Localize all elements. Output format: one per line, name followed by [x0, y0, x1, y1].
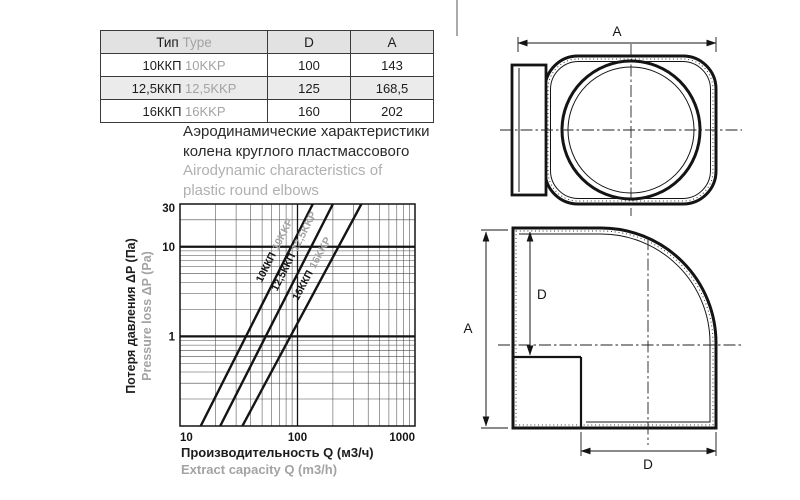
heading-ru-line1: Аэродинамические характеристики — [183, 123, 430, 140]
technical-drawings: A A D D — [456, 0, 742, 472]
cell-type: 12,5ККП 12,5KKP — [100, 76, 268, 100]
heading-ru-line2: колена круглого пластмассового — [183, 142, 410, 160]
header-d: D — [267, 30, 351, 54]
y-tick-label: 1 — [169, 331, 176, 343]
cell-type-en: 10KKP — [185, 57, 226, 73]
y-tick-label: 30 — [162, 203, 175, 215]
side-dim-d-inlet-label: D — [537, 287, 547, 302]
plot-border — [179, 203, 416, 427]
x-axis-title: Производительность Q (м3/ч) Extract capa… — [181, 444, 374, 478]
x-axis-title-ru: Производительность Q (м3/ч) — [181, 445, 374, 460]
table-row: 16ККП 16KKP 160 202 — [100, 99, 434, 123]
side-dim-a-label: A — [463, 321, 472, 336]
side-dim-d-outlet-label: D — [643, 457, 653, 472]
heading-en-line1: Airodynamic characteristics of — [183, 162, 383, 179]
cell-type-en: 12,5KKP — [185, 80, 237, 96]
heading-en-line2: plastic round elbows — [183, 181, 319, 199]
side-view-drawing: A D D — [463, 226, 742, 472]
cell-type: 16ККП 16KKP — [100, 99, 268, 123]
x-tick-label: 10 — [180, 432, 193, 444]
cell-type-ru: 12,5ККП — [131, 80, 182, 96]
cell-type-ru: 10ККП — [142, 57, 182, 73]
cell-a: 143 — [350, 53, 434, 77]
cell-d: 100 — [267, 53, 351, 77]
series-line-12,5KKP — [219, 204, 334, 426]
x-tick-label: 1000 — [389, 432, 415, 444]
section-heading: Аэродинамические характеристики колена к… — [183, 122, 429, 200]
series-line-16KKP — [241, 204, 363, 426]
cell-d: 160 — [267, 99, 351, 123]
y-axis-title-ru: Потеря давления ΔP (Па) — [124, 238, 138, 394]
header-a: A — [350, 30, 434, 54]
front-view-drawing: A — [500, 24, 742, 216]
x-tick-label: 100 — [288, 432, 307, 444]
spec-table: Тип Type D A 10ККП 10KKP 100 143 12,5ККП… — [100, 30, 434, 123]
table-header-row: Тип Type D A — [100, 30, 434, 54]
header-type-ru: Тип — [156, 34, 179, 50]
cell-a: 202 — [350, 99, 434, 123]
elbow-profile-inner-wall — [519, 233, 711, 423]
y-tick-label: 10 — [162, 242, 175, 254]
table-row: 10ККП 10KKP 100 143 — [100, 53, 434, 77]
header-type: Тип Type — [100, 30, 268, 54]
series-line-10KKP — [199, 204, 314, 426]
cell-type-en: 16KKP — [185, 103, 226, 119]
cell-type-ru: 16ККП — [142, 103, 182, 119]
elbow-profile-outline — [511, 226, 718, 430]
table-row: 12,5ККП 12,5KKP 125 168,5 — [100, 76, 434, 100]
header-type-en: Type — [182, 34, 212, 50]
x-axis-title-en: Extract capacity Q (m3/h) — [181, 462, 338, 477]
cell-d: 125 — [267, 76, 351, 100]
cell-a: 168,5 — [350, 76, 434, 100]
cell-type: 10ККП 10KKP — [100, 53, 268, 77]
front-dim-a-label: A — [612, 24, 621, 39]
